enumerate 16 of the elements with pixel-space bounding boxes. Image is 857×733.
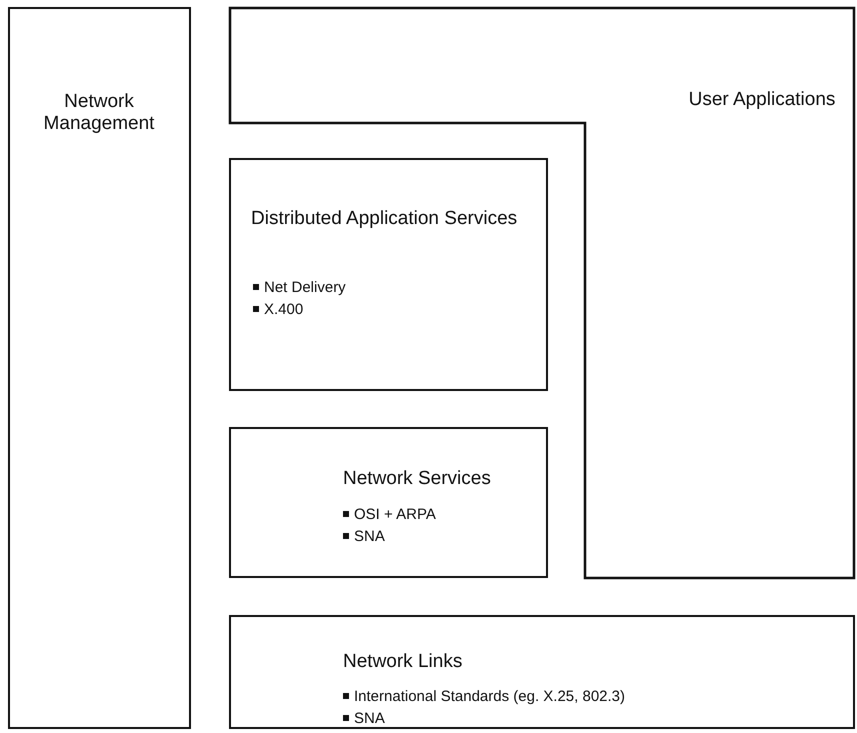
layer-box — [229, 158, 548, 391]
layer-l-shape — [229, 7, 855, 579]
layer-box — [229, 615, 855, 729]
layer-title: Distributed Application Services — [251, 208, 518, 230]
bullet-item: SNA — [343, 527, 385, 547]
bullet-item: OSI + ARPA — [343, 505, 436, 525]
layer-title: Network Services — [343, 468, 491, 490]
bullet-item: SNA — [343, 709, 385, 729]
layer-title: User Applications — [688, 89, 836, 111]
layer-box — [8, 7, 191, 729]
layer-box — [229, 427, 548, 578]
bullet-item: International Standards (eg. X.25, 802.3) — [343, 687, 626, 707]
bullet-item: X.400 — [253, 300, 304, 320]
bullet-item: Net Delivery — [253, 278, 346, 298]
layer-title: Network Management — [42, 91, 156, 135]
layer-title: Network Links — [343, 651, 462, 673]
